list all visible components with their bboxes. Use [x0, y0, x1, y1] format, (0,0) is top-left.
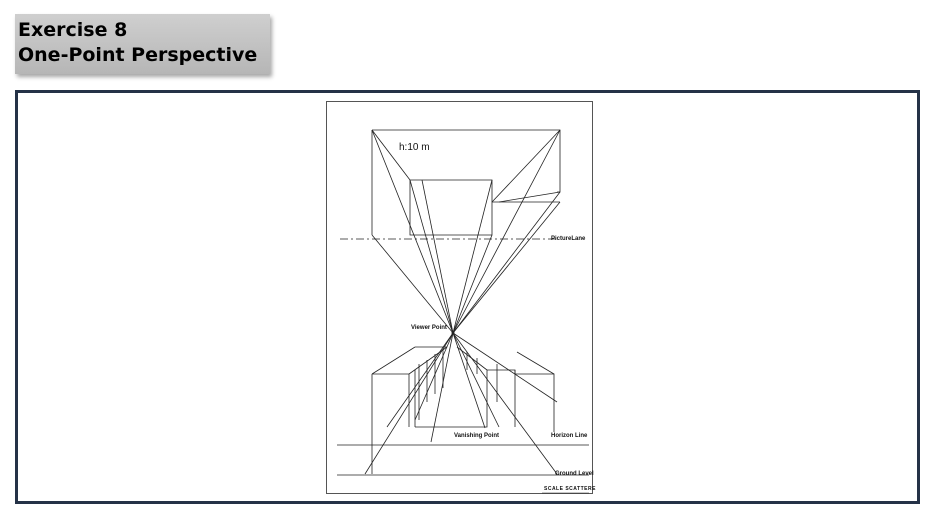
exercise-topic: One-Point Perspective — [18, 44, 258, 66]
height-annotation: h:10 m — [399, 142, 430, 153]
perspective-drawing — [337, 129, 589, 494]
ray — [452, 332, 558, 403]
viewer-point-label: Viewer Point — [411, 325, 447, 331]
left-wing-back-edge — [408, 346, 448, 375]
right-wing-diagonal — [516, 351, 555, 375]
plan-right-diagonal — [491, 129, 561, 203]
ground-level-label: Ground Level — [555, 471, 594, 477]
ray — [452, 201, 561, 334]
ray — [421, 179, 454, 334]
ray — [452, 179, 493, 334]
slide-title-box: Exercise 8 One-Point Perspective — [15, 14, 270, 74]
ray — [452, 332, 486, 429]
left-wing-top — [371, 346, 416, 427]
ray — [430, 332, 454, 443]
vanishing-point-label: Vanishing Point — [454, 433, 500, 439]
viewer-point-marker — [451, 331, 455, 335]
ray — [452, 332, 558, 475]
ray — [452, 234, 493, 334]
ray — [386, 332, 454, 428]
scale-note: SCALE SCATTERE — [544, 486, 596, 492]
ray — [371, 234, 454, 334]
horizon-line-label: Horizon Line — [551, 433, 588, 439]
plan-corner-link — [371, 129, 411, 181]
plan-lower-diagonal — [498, 191, 561, 203]
ray — [452, 129, 561, 334]
content-frame: h:10 m PictureLane Viewer Point Vanishin… — [15, 90, 920, 504]
picture-plane-label: PictureLane — [551, 236, 586, 242]
ray — [452, 332, 500, 428]
perspective-drawing-sheet: h:10 m PictureLane Viewer Point Vanishin… — [326, 101, 596, 494]
ray — [371, 129, 454, 334]
ray — [414, 332, 454, 421]
right-wing-back-edge — [456, 346, 488, 371]
exercise-number: Exercise 8 — [18, 19, 128, 41]
ray — [452, 191, 561, 334]
ray — [409, 179, 454, 334]
center-block — [414, 370, 488, 428]
